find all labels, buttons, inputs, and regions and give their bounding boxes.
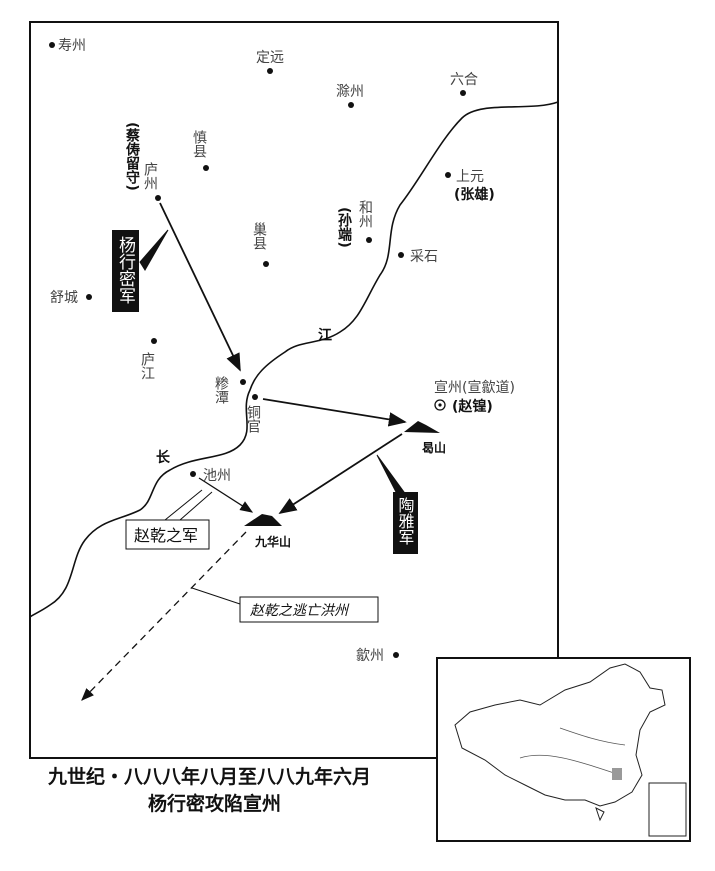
- city-dingyuan: 定远: [256, 50, 284, 66]
- mountain-icon-jiuhuashan: [244, 514, 282, 526]
- map-frame: [29, 21, 559, 759]
- movement-arrows: [81, 202, 407, 701]
- city-shezhou: 歙州: [356, 647, 384, 664]
- river-label-jiang: 江: [318, 327, 332, 344]
- army-tao: 陶雅军: [396, 497, 415, 545]
- city-luzhou: 庐州: [142, 162, 158, 190]
- river-label-chang: 长: [156, 449, 171, 466]
- yangtze-river: [29, 101, 559, 618]
- army-label-box-zhao: [125, 519, 210, 550]
- inset-china-map: [436, 657, 691, 842]
- city-shucheng: 舒城: [50, 290, 78, 306]
- city-lujiang: 庐江: [139, 352, 155, 380]
- city-shouzhou: 寿州: [58, 37, 86, 54]
- city-shenxian: 慎县: [191, 130, 207, 158]
- city-chaoxian: 巢县: [251, 222, 267, 250]
- caption-line-2: 杨行密攻陷宣州: [148, 792, 281, 815]
- city-caishi: 采石: [410, 249, 438, 265]
- army-zhao: 赵乾之军: [134, 526, 198, 545]
- city-xuanzhou: 宣州(宣歙道): [434, 379, 515, 396]
- commander-zhaohuang: (赵锽): [452, 398, 493, 415]
- escape-label-box: [239, 596, 379, 623]
- mountain-geshan: 曷山: [421, 440, 446, 455]
- commander-caichou: (蔡俦留守): [124, 122, 141, 191]
- army-label-box-tao: [393, 492, 418, 554]
- city-shangyuan: 上元: [456, 169, 484, 185]
- caption-line-1: 九世纪・八八八年八月至八八九年六月: [47, 765, 371, 788]
- escape-label: 赵乾之逃亡洪州: [250, 603, 350, 619]
- mountain-icon-geshan: [404, 421, 440, 433]
- city-tongguan: 铜官: [245, 405, 261, 433]
- mountain-jiuhuashan: 九华山: [254, 534, 291, 549]
- city-chizhou: 池州: [203, 468, 231, 484]
- city-markers: [49, 42, 466, 658]
- city-chuzhou: 滁州: [336, 84, 364, 100]
- army-label-box-yang: [112, 230, 139, 312]
- army-yang: 杨行密军: [115, 236, 136, 304]
- city-santan: 糁潭: [213, 376, 229, 404]
- city-hezhou: 和州: [357, 200, 373, 228]
- city-liuhe: 六合: [450, 72, 478, 88]
- commander-sunduan: (孙端): [336, 207, 352, 248]
- commander-zhangxiong: (张雄): [454, 186, 495, 203]
